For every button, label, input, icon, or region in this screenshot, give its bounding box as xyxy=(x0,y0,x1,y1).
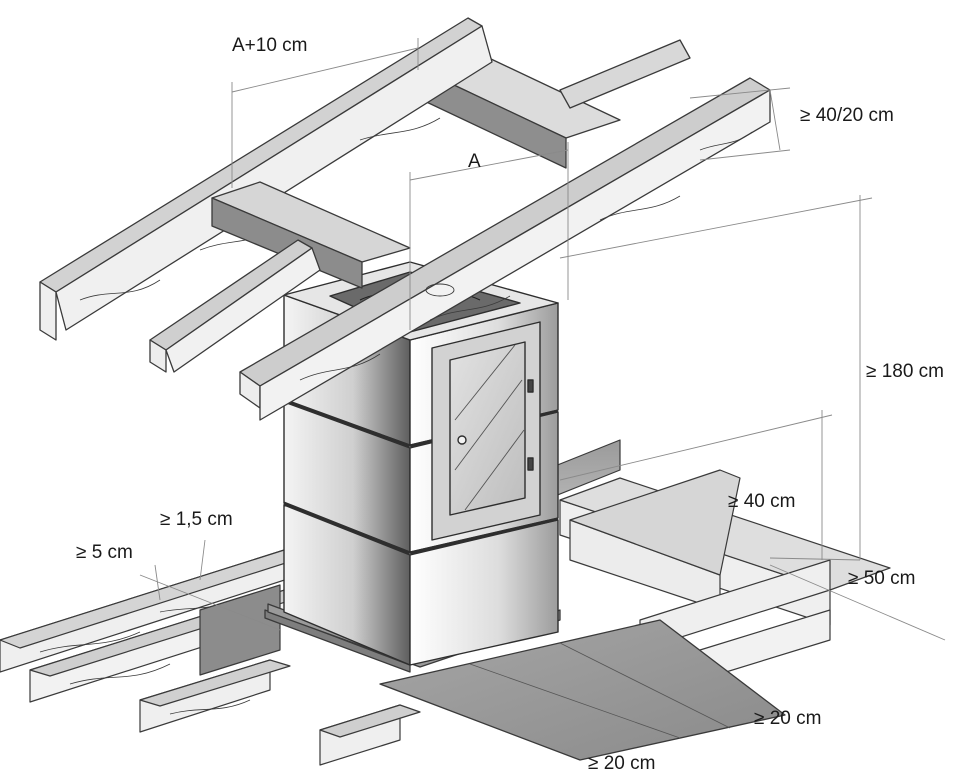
roof-rafter-left-back xyxy=(39,17,493,341)
roof-rafter-right-back xyxy=(559,39,691,109)
front-distance-label: ≥ 50 cm xyxy=(848,568,916,589)
floor-joist-4 xyxy=(319,704,421,766)
door-clearance-label: ≥ 40 cm xyxy=(728,491,796,512)
stove-door-handle xyxy=(457,435,467,445)
dimension-lines xyxy=(139,38,946,641)
front-height-label: ≥ 180 cm xyxy=(866,361,945,382)
side-gap-small-label: ≥ 1,5 cm xyxy=(160,509,233,530)
floor-protection-plate xyxy=(264,603,786,761)
roof-framing xyxy=(39,17,771,421)
plate-side-label: ≥ 20 cm xyxy=(754,708,822,729)
opening-width-ref-label: A xyxy=(468,151,481,172)
plate-front-label: ≥ 20 cm xyxy=(588,753,656,774)
opening-width-label: A+10 cm xyxy=(232,35,308,56)
floor-joists xyxy=(0,439,891,766)
floor-joist-3 xyxy=(139,659,291,733)
side-gap-label: ≥ 5 cm xyxy=(76,542,133,563)
stove-door-glass xyxy=(449,341,526,516)
roof-rafter-middle xyxy=(149,239,321,373)
ceiling-clearance-label: ≥ 40/20 cm xyxy=(800,105,894,126)
